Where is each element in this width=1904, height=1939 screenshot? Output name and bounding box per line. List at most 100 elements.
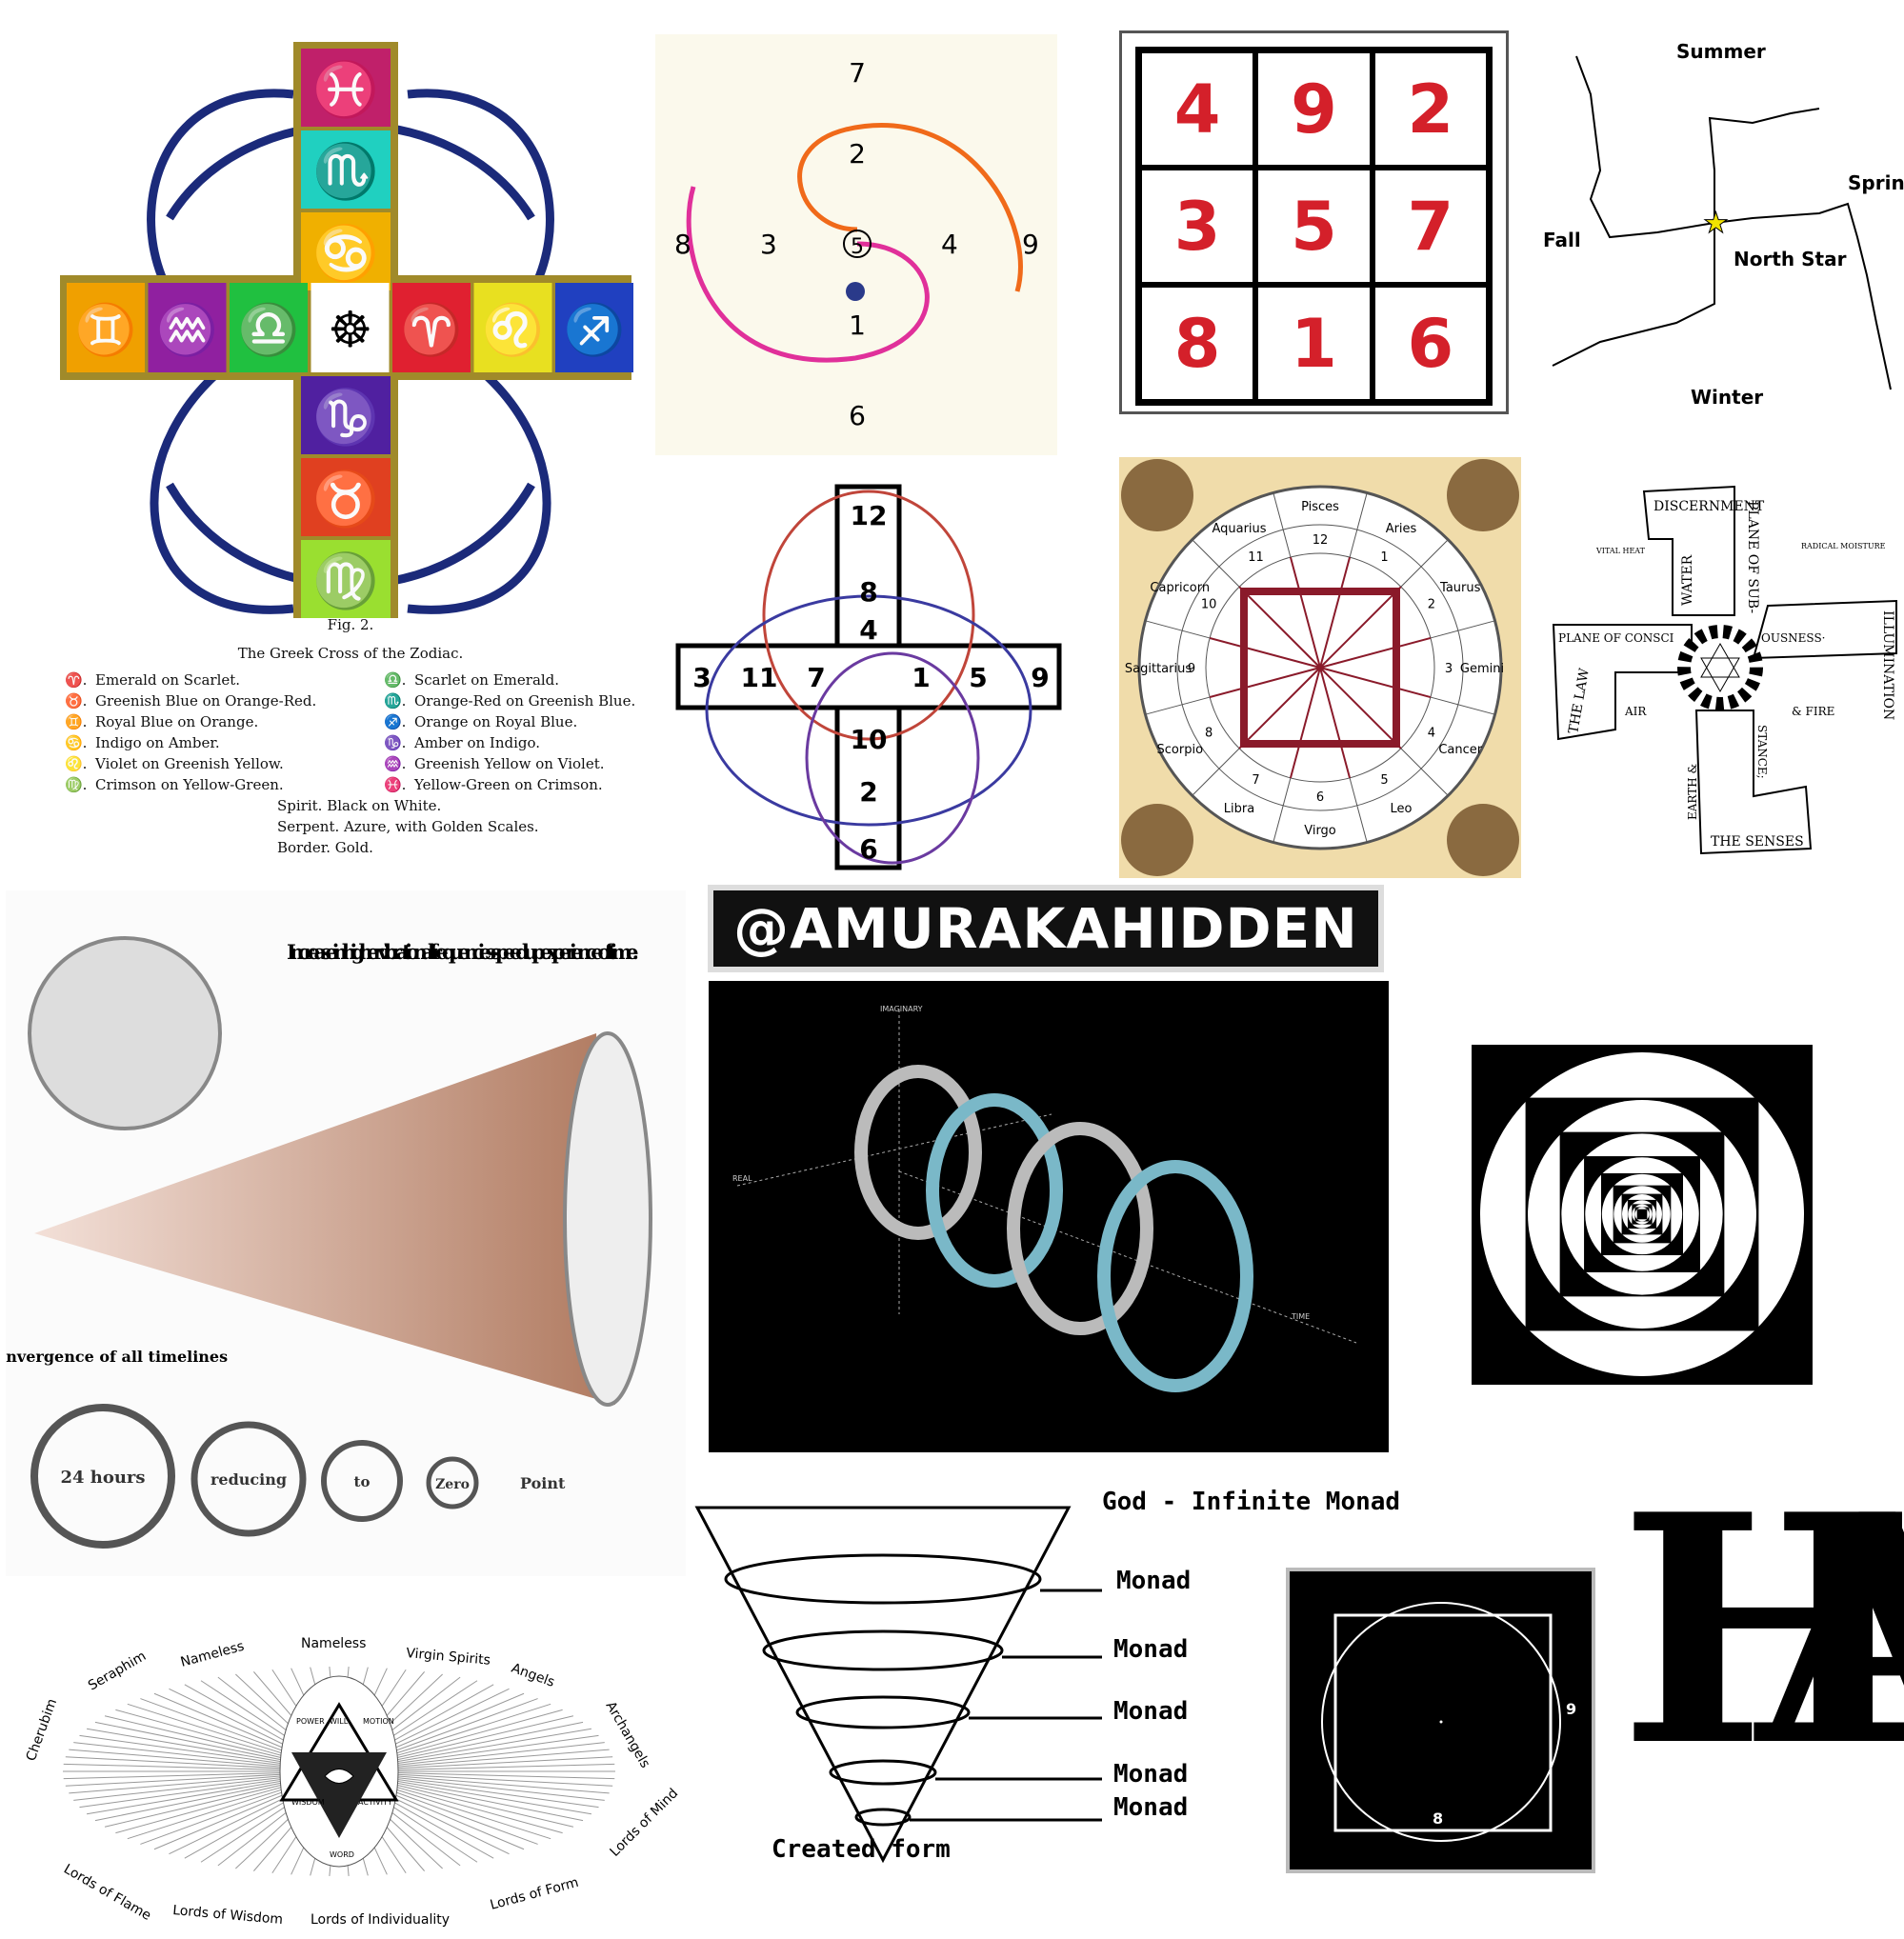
consciousness-cross-figure: DISCERNMENT WATER PLANE OF SUB- VITAL HE… xyxy=(1552,485,1897,855)
wheel-spoke xyxy=(1319,667,1432,699)
legend-sign: ♐. xyxy=(384,713,407,730)
number-spiral-figure: 7 2 5 1 6 8 3 4 9 xyxy=(674,57,1039,431)
magic-square-cell: 1 xyxy=(1255,285,1373,402)
zodiac-sign: ♍ xyxy=(312,550,379,612)
wheel-divider xyxy=(1430,620,1495,639)
svg-text:9: 9 xyxy=(1022,229,1039,260)
svg-text:1: 1 xyxy=(849,310,866,341)
number-spiral-panel: 7 2 5 1 6 8 3 4 9 xyxy=(655,34,1057,455)
wheel-spoke xyxy=(1319,556,1352,669)
wheel-spoke xyxy=(1209,636,1321,669)
legend-sign: ♋. xyxy=(65,734,88,751)
svg-text:WATER: WATER xyxy=(1680,554,1695,606)
magic-square-cell: 8 xyxy=(1139,285,1256,402)
svg-text:Fall: Fall xyxy=(1543,229,1581,251)
wheel-divider xyxy=(1349,777,1368,843)
svg-text:Increase in higher vibrational: Increase in higher vibrational frequenci… xyxy=(287,940,639,964)
svg-text:8: 8 xyxy=(1433,1809,1443,1828)
wheel-divider xyxy=(1273,777,1292,843)
wheel-house: 6 xyxy=(1316,790,1324,805)
circle-square-panel: 9 8 xyxy=(1286,1568,1595,1873)
legend-row: ♉.Greenish Blue on Orange-Red. xyxy=(65,690,384,711)
wheel-divider xyxy=(1400,539,1449,588)
wheel-house: 7 xyxy=(1252,773,1259,788)
legend-sign: ♈. xyxy=(65,671,88,689)
zodiac-sign: ♒ xyxy=(156,301,218,359)
cross-number: 12 xyxy=(851,500,888,531)
legend-row: Serpent. Azure, with Golden Scales. xyxy=(277,818,539,835)
triangle-label: MOTION xyxy=(363,1717,394,1726)
triangle-label: WILL xyxy=(330,1717,349,1726)
wheel-sign: Virgo xyxy=(1304,824,1336,838)
wheel-sign: Libra xyxy=(1224,802,1254,816)
svg-text:4: 4 xyxy=(941,229,958,260)
svg-text:STANCE;: STANCE; xyxy=(1755,725,1769,779)
legend-row: ♑.Amber on Indigo. xyxy=(384,732,635,753)
legend-sign: ♏. xyxy=(384,692,407,710)
magic-square-cell: 5 xyxy=(1255,168,1373,285)
magic-square-cell: 4 xyxy=(1139,50,1256,168)
svg-text:EARTH &: EARTH & xyxy=(1686,763,1699,820)
svg-text:HA: HA xyxy=(1619,1484,1904,1755)
zodiac-cell xyxy=(473,283,552,372)
cross-number: 8 xyxy=(859,576,877,608)
wheel-house: 11 xyxy=(1248,550,1264,565)
consciousness-cross-panel: DISCERNMENT WATER PLANE OF SUB- VITAL HE… xyxy=(1539,482,1904,859)
wheel-spoke xyxy=(1289,667,1321,779)
constellation-figure: Summer Spring Fall North Star Winter ★ xyxy=(1543,40,1904,408)
zodiac-sign: ♋ xyxy=(312,223,379,285)
legend-sign: ♉. xyxy=(65,692,88,710)
ha-monogram-figure: HA xyxy=(1619,1484,1904,1755)
wheel-spoke xyxy=(1289,556,1321,669)
svg-text:God - Infinite Monad: God - Infinite Monad xyxy=(1102,1488,1400,1516)
svg-text:2: 2 xyxy=(849,138,866,170)
wheel-divider xyxy=(1192,539,1240,588)
wheel-divider xyxy=(1400,748,1449,796)
cross-number: 3 xyxy=(692,662,711,693)
cross-number: 1 xyxy=(912,662,930,693)
zodiac-cell xyxy=(301,49,391,127)
zodiac-sign: ♓ xyxy=(312,59,379,121)
concentric-squares-panel xyxy=(1472,1045,1813,1385)
ha-monogram-logo: HA xyxy=(1619,1484,1904,1755)
legend-sign: ♓. xyxy=(384,776,407,793)
wheel-divider xyxy=(1145,620,1211,639)
zodiac-cell xyxy=(392,283,471,372)
hierarchy-label: Archangels xyxy=(603,1699,653,1770)
zodiac-cell xyxy=(148,283,227,372)
wheel-house: 12 xyxy=(1313,533,1329,548)
legend-sign: ♒. xyxy=(384,755,407,772)
svg-text:North Star: North Star xyxy=(1734,248,1847,270)
figure-number: Fig. 2. xyxy=(327,616,374,633)
hierarchy-label: Seraphim xyxy=(86,1649,149,1693)
hierarchy-label: Lords of Mind xyxy=(608,1786,682,1860)
svg-text:Winter: Winter xyxy=(1691,386,1763,408)
cross-number: 4 xyxy=(859,614,877,646)
legend-row: ♎.Scarlet on Emerald. xyxy=(384,670,635,690)
wheel-divider xyxy=(1430,696,1495,715)
svg-text:to: to xyxy=(354,1473,371,1490)
legend-row: Border. Gold. xyxy=(277,839,373,856)
svg-text:VITAL HEAT: VITAL HEAT xyxy=(1595,547,1646,555)
wheel-sign: Pisces xyxy=(1301,500,1339,514)
cross-number: 9 xyxy=(1031,662,1049,693)
svg-text:Monad: Monad xyxy=(1113,1793,1188,1822)
svg-text:ILLUMINATION: ILLUMINATION xyxy=(1880,610,1895,720)
svg-text:Summer: Summer xyxy=(1676,40,1766,63)
cross-number: 2 xyxy=(859,776,877,808)
svg-text:PLANE OF SUB-: PLANE OF SUB- xyxy=(1745,501,1760,613)
complex-helix-figure: IMAGINARY REAL TIME xyxy=(732,1005,1357,1392)
hierarchy-label: Nameless xyxy=(301,1636,366,1651)
magic-square-cell: 3 xyxy=(1139,168,1256,285)
legend-row: ♒.Greenish Yellow on Violet. xyxy=(384,753,635,774)
monad-cone-panel: God - Infinite Monad Monad Monad Monad M… xyxy=(692,1484,1434,1873)
svg-text:OUSNESS·: OUSNESS· xyxy=(1761,631,1825,645)
wheel-house: 10 xyxy=(1201,598,1217,612)
svg-text:24 hours: 24 hours xyxy=(60,1468,145,1488)
legend-row: Spirit. Black on White. xyxy=(277,797,442,814)
wheel-spoke xyxy=(1238,667,1321,750)
